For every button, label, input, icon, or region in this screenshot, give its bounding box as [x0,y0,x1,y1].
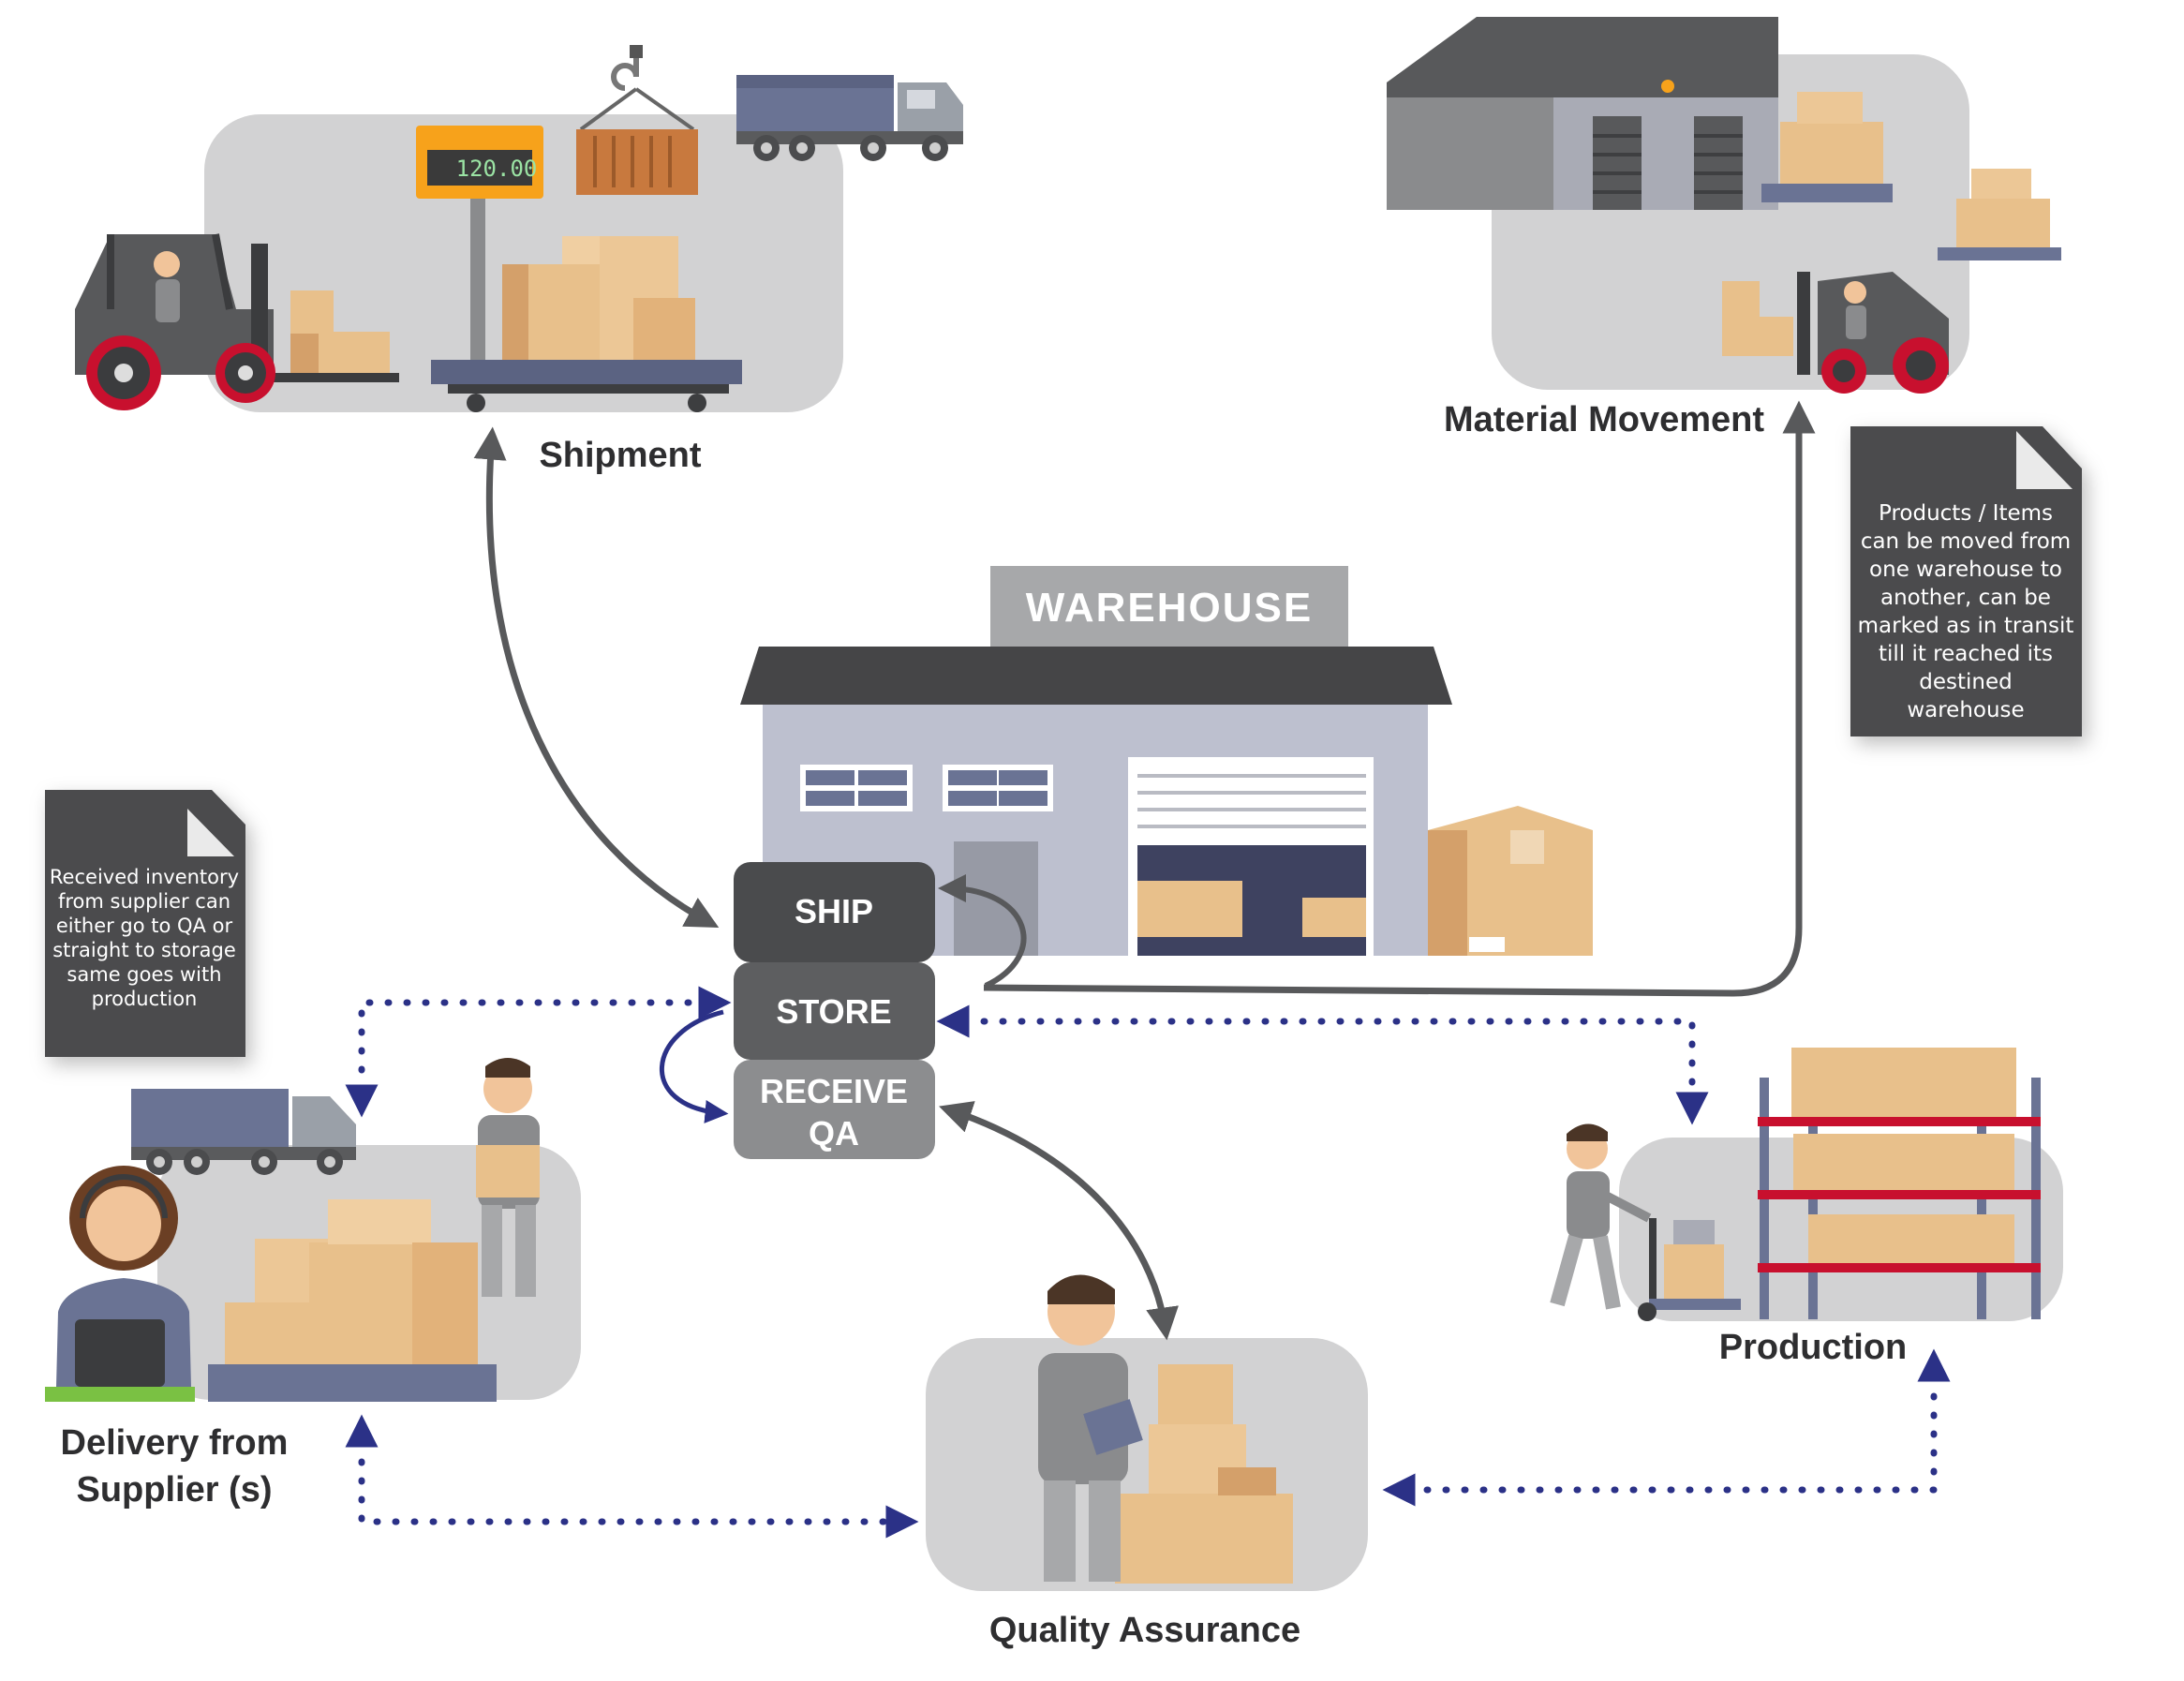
ship-label: SHIP [795,892,873,930]
flow-arrows [345,400,1951,1539]
receive-label: RECEIVE [760,1072,908,1110]
material-movement-scene [1387,17,2061,394]
note-line: same goes with [67,963,221,986]
note-line: Received inventory [50,866,239,888]
note-line: straight to storage [52,939,236,961]
cardboard-box-icon [208,1199,497,1402]
shipment-scene: 120.00 [75,45,963,412]
movement-note-text: Products / Items can be moved from one war… [1858,501,2074,722]
cardboard-box-icon [1761,92,2061,260]
forklift-icon [75,233,399,410]
ship-button[interactable]: SHIP [734,862,935,962]
note-line: another, can be [1880,586,2051,610]
store-button[interactable]: STORE [734,962,935,1060]
truck-icon [736,75,963,161]
note-line: Products / Items [1879,501,2053,526]
pallet-jack-icon [1638,1218,1741,1321]
scale-icon: 120.00 [416,126,742,412]
truck-icon [131,1089,356,1175]
quality-assurance-scene [926,1274,1368,1591]
qa-label: QA [809,1114,859,1153]
worker-icon [1550,1123,1652,1310]
supplier-note [45,790,245,1057]
quality-assurance-label: Quality Assurance [989,1611,1300,1650]
material-movement-label: Material Movement [1444,400,1764,439]
container-icon [576,129,698,195]
store-label: STORE [776,992,891,1031]
note-line: can be moved from [1861,529,2071,554]
warehouse-title: WAREHOUSE [1026,585,1313,631]
note-line: production [92,988,198,1010]
warehouse-small-icon [1387,17,1778,210]
receive-qa-button[interactable]: RECEIVE QA [734,1060,935,1159]
note-line: either go to QA or [56,915,233,937]
shipment-label: Shipment [539,436,701,475]
note-line: till it reached its [1879,642,2053,666]
cardboard-box-icon [1428,806,1593,956]
scale-readout: 120.00 [456,156,538,182]
note-line: destined [1919,670,2012,694]
production-label: Production [1719,1328,1908,1367]
note-line: from supplier can [58,890,230,913]
delivery-scene [45,1058,581,1402]
cardboard-box-icon [1115,1364,1293,1584]
production-scene [1550,1048,2063,1321]
note-line: marked as in transit [1858,614,2074,638]
note-line: warehouse [1907,698,2024,722]
operator-headset-icon [45,1166,195,1402]
shelf-rack-icon [1758,1048,2041,1319]
movement-note [1850,426,2082,736]
cardboard-box-icon [502,236,695,360]
delivery-label-line2: Supplier (s) [76,1470,272,1510]
delivery-label-line1: Delivery from [61,1423,289,1463]
crane-hook-icon [579,45,695,131]
forklift-icon [1722,272,1949,394]
note-line: one warehouse to [1869,558,2062,582]
